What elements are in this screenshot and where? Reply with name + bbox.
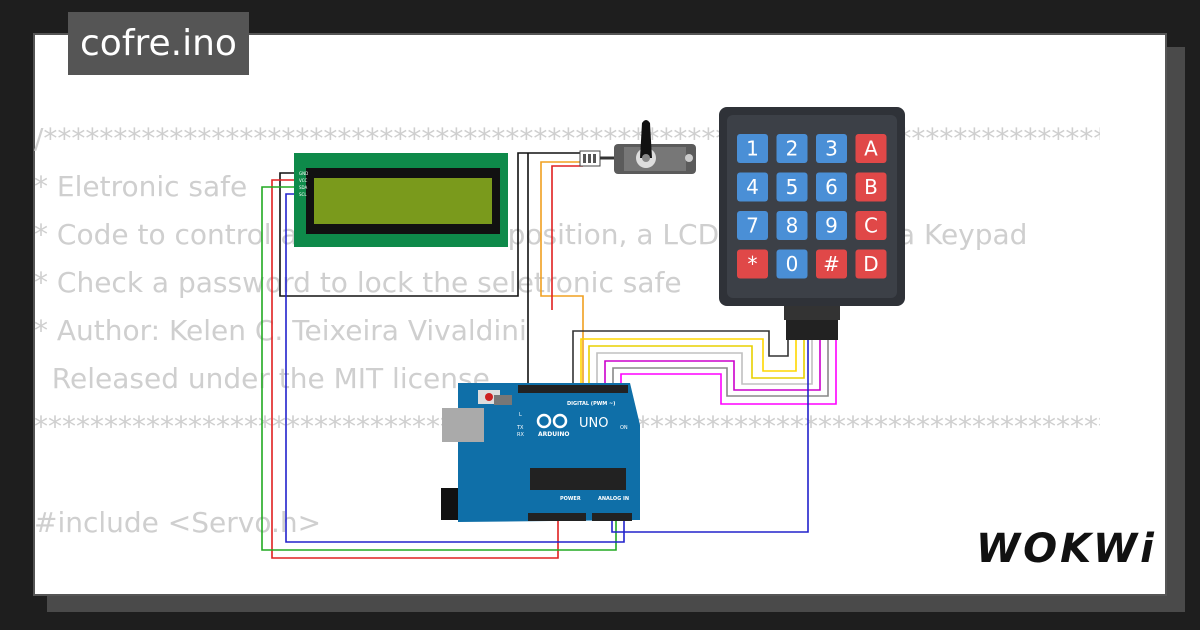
keypad-keys: 1 2 3 A 4 5 6 B 7 8 9 C * 0 # D (737, 134, 887, 279)
keypad-key (855, 211, 887, 240)
wire-key-2 (580, 338, 797, 388)
keypad-key (816, 172, 847, 202)
keypad-connector-pins (786, 320, 838, 340)
keypad-key-label: 9 (825, 214, 838, 238)
keypad-key-label: 6 (825, 175, 838, 199)
keypad-key (855, 172, 887, 202)
arduino-logo-icon (536, 413, 568, 429)
wire-key-3 (588, 340, 805, 388)
keypad-key-label: A (864, 137, 878, 161)
wires (261, 152, 837, 559)
analog-header (592, 513, 632, 521)
keypad-key-label: 5 (786, 175, 799, 199)
arduino-uno: UNO ARDUINO DIGITAL (PWM ~) POWER ANALOG… (441, 383, 640, 522)
arduino-l-label: L (519, 412, 522, 418)
wokwi-logo: WOKWi (976, 526, 1157, 572)
wire-servo-red (551, 165, 583, 310)
code-line: Released under the MIT license (34, 362, 490, 395)
keypad-key (737, 211, 768, 240)
keypad-key-label: 7 (746, 214, 759, 238)
arduino-rx-label: RX (517, 432, 524, 438)
digital-header (518, 385, 628, 393)
power-header (528, 513, 586, 521)
code-line: * Author: Kelen C. Teixeira Vivaldini (34, 314, 527, 347)
arduino-power-label: POWER (560, 496, 581, 502)
wire-key-1 (572, 330, 789, 388)
keypad-key-label: 2 (786, 137, 799, 161)
lcd-display: GND VCC SDA SCL (294, 153, 508, 247)
keypad-key (737, 134, 768, 163)
keypad-key (776, 134, 808, 163)
keypad-key-label: C (864, 214, 878, 238)
keypad-key (776, 211, 808, 240)
keypad-key (776, 172, 808, 202)
wire-vcc-red (271, 179, 559, 559)
keypad-key-label: 8 (786, 214, 799, 238)
code-line: /***************************************… (34, 122, 1100, 155)
keypad-key (816, 134, 847, 163)
keypad-key-label: 4 (746, 175, 759, 199)
lcd-pin-label: GND (299, 171, 308, 176)
lcd-pin-label: SDA (299, 185, 308, 190)
keypad-key-label: D (863, 252, 878, 276)
keypad-key (816, 249, 847, 279)
keypad-key-label: * (748, 252, 758, 276)
wire-servo-orange (540, 161, 584, 388)
servo-motor (579, 120, 696, 174)
keypad-key (816, 211, 847, 240)
keypad-key-label: B (864, 175, 878, 199)
wire-scl-blue (285, 193, 625, 543)
wire-key-8 (611, 340, 809, 533)
keypad-key-label: # (823, 252, 840, 276)
wire-key-6 (612, 340, 829, 397)
arduino-digital-label: DIGITAL (PWM ~) (567, 401, 615, 407)
keypad-key (855, 249, 887, 279)
code-line: #include <Servo.h> (34, 506, 322, 539)
sketch-title: cofre.ino (68, 12, 249, 75)
arduino-tx-label: TX (516, 425, 524, 431)
keypad-key-label: 1 (746, 137, 759, 161)
arduino-brand-label: ARDUINO (538, 431, 569, 438)
keypad-key (855, 134, 887, 163)
arduino-analog-label: ANALOG IN (598, 496, 629, 502)
reset-button-icon (485, 393, 493, 401)
arduino-board-label: UNO (579, 416, 608, 431)
code-line: * Eletronic safe (34, 170, 248, 203)
lcd-pin-label: SCL (299, 192, 307, 197)
wire-sda-green (261, 186, 617, 551)
keypad-key-label: 0 (786, 252, 799, 276)
code-line: * Check a password to lock the seletroni… (34, 266, 682, 299)
keypad-key (776, 249, 808, 279)
arduino-on-label: ON (620, 425, 628, 431)
wire-key-5 (604, 340, 821, 391)
wire-key-4 (596, 340, 813, 388)
wire-key-7 (620, 340, 837, 405)
atmega-chip (530, 468, 626, 490)
usb-port (442, 408, 484, 442)
keypad-key-label: 3 (825, 137, 838, 161)
keypad-key (737, 172, 768, 202)
keypad-key (737, 249, 768, 279)
lcd-pin-label: VCC (299, 178, 308, 183)
